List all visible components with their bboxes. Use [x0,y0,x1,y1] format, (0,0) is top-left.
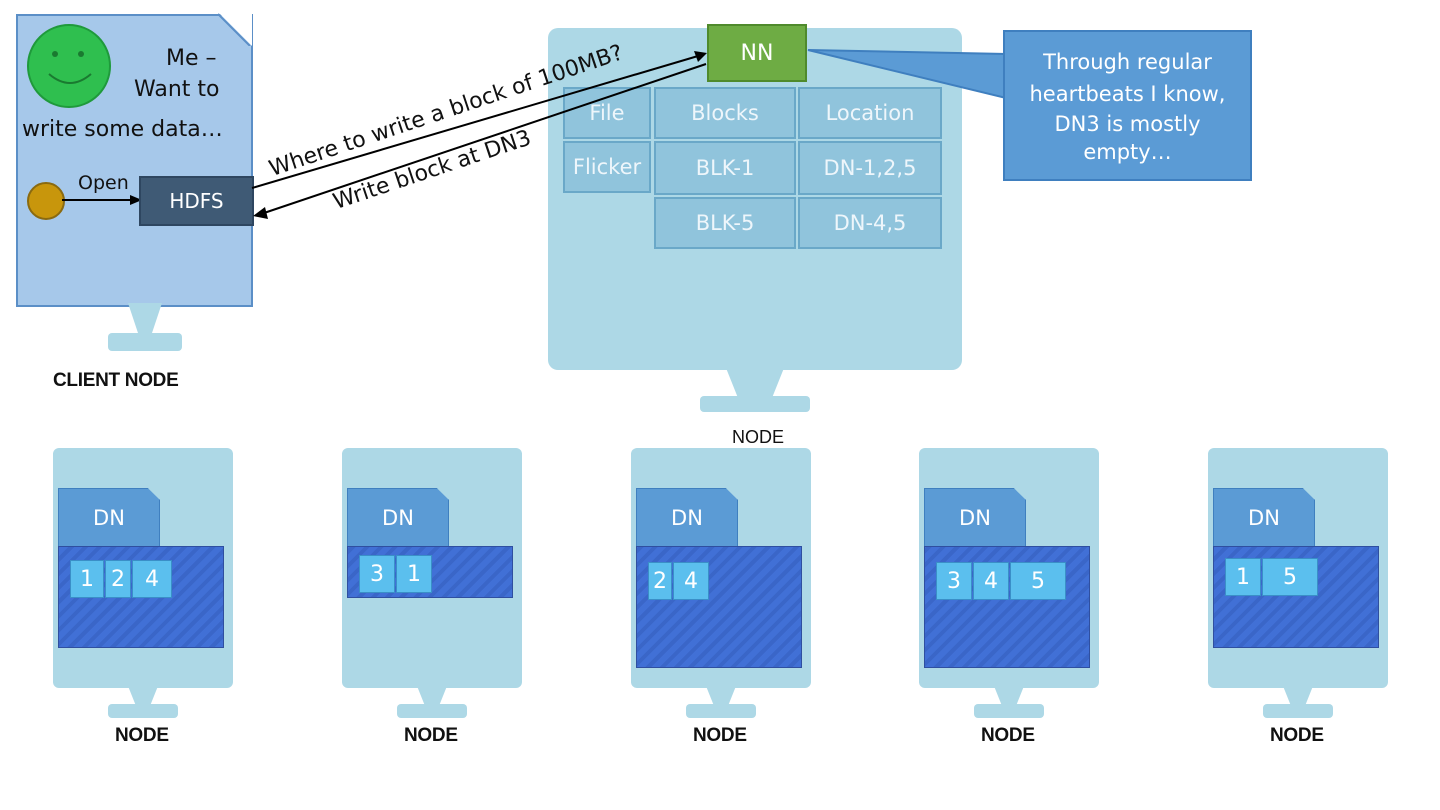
table-cell-location: DN-4,5 [798,197,942,249]
datanode-monitor-stand [974,686,1044,718]
namenode-caption: NODE [732,427,785,447]
data-block: 3 [936,562,972,600]
datanode-monitor-stand [686,686,756,718]
table-header-location: Location [798,87,942,139]
data-block: 4 [673,562,709,600]
data-block: 5 [1262,558,1318,596]
message-arrows [251,51,707,219]
datanode-caption: NODE [693,725,747,746]
datanode-caption: NODE [981,725,1035,746]
data-block: 1 [1225,558,1261,596]
data-block: 2 [105,560,131,598]
hdfs-client-button[interactable]: HDFS [139,176,254,226]
table-cell-location: DN-1,2,5 [798,141,942,195]
data-block: 4 [973,562,1009,600]
data-block: 4 [132,560,172,598]
table-cell-block: BLK-5 [654,197,796,249]
datanode-label: DN [58,488,160,548]
client-thought-line3: write some data… [22,117,223,142]
datanode-monitor-stand [108,686,178,718]
datanode-caption: NODE [1270,725,1324,746]
datanode-caption: NODE [404,725,458,746]
namenode-monitor-stand [700,368,810,412]
callout-pointer [807,49,1007,100]
data-block: 1 [70,560,104,598]
data-block: 2 [648,562,672,600]
namenode-badge: NN [707,24,807,82]
data-block: 3 [359,555,395,593]
data-block: 1 [396,555,432,593]
callout-line3: DN3 is mostly [1054,112,1201,136]
datanode-label: DN [636,488,738,548]
data-block: 5 [1010,562,1066,600]
callout-line2: heartbeats I know, [1029,82,1226,106]
smiley-icon [27,24,111,108]
datanode-monitor-stand [1263,686,1333,718]
table-cell-block: BLK-1 [654,141,796,195]
datanode-label: DN [347,488,449,548]
table-cell-file: Flicker [563,141,651,193]
open-label: Open [78,172,129,194]
client-thought-line1: Me – [166,46,217,71]
client-node-caption: CLIENT NODE [53,370,179,391]
table-header-file: File [563,87,651,139]
open-arrow [62,195,142,205]
datanode-caption: NODE [115,725,169,746]
client-folded-corner [218,12,252,46]
table-header-blocks: Blocks [654,87,796,139]
callout-line1: Through regular [1043,50,1212,74]
client-app-icon [27,182,65,220]
heartbeat-callout: Through regular heartbeats I know, DN3 i… [1003,30,1252,181]
datanode-label: DN [924,488,1026,548]
client-monitor-stand [108,303,182,351]
datanode-monitor-stand [397,686,467,718]
datanode-label: DN [1213,488,1315,548]
client-thought-line2: Want to [134,77,220,102]
callout-line4: empty… [1083,140,1172,164]
